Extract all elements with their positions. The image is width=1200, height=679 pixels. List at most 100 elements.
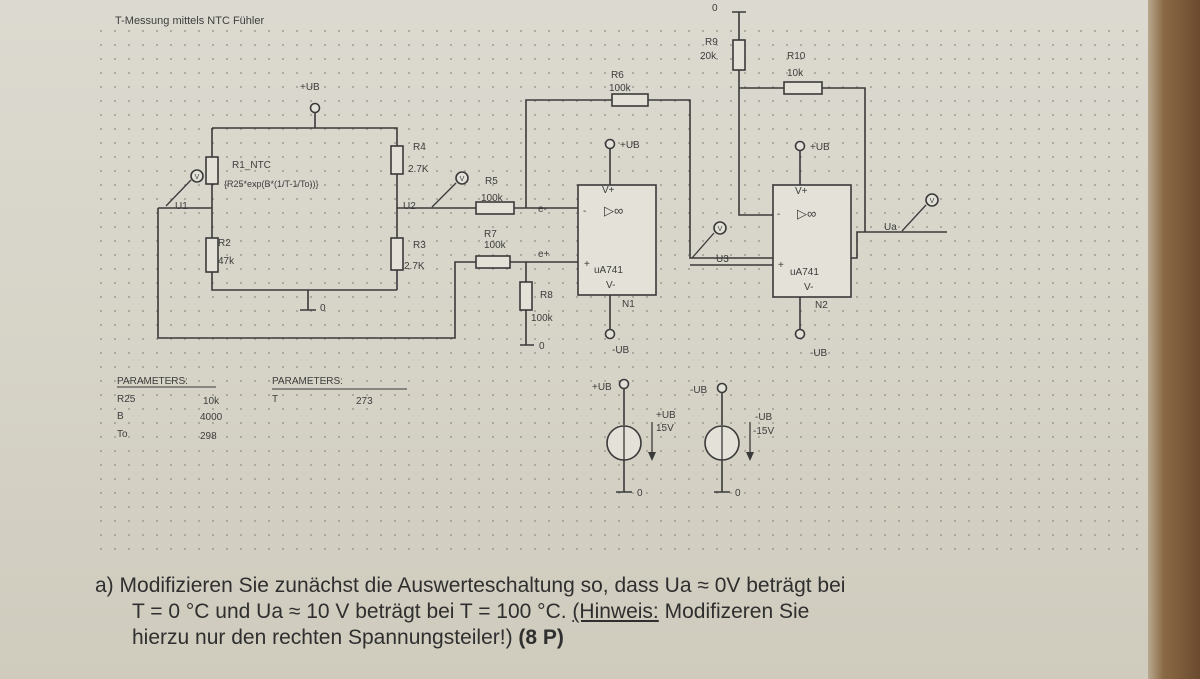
label-r5-value: 100k <box>481 193 504 204</box>
label-source-plus: +UB <box>656 410 676 421</box>
param-name: To <box>117 429 128 440</box>
resistor-r7 <box>475 255 511 269</box>
resistor-r2 <box>205 237 219 273</box>
label-n1-vplus: V+ <box>602 185 615 196</box>
params1-header: PARAMETERS: <box>117 376 188 387</box>
label-r10-name: R10 <box>787 51 806 62</box>
params2-header: PARAMETERS: <box>272 376 343 387</box>
resistor-r5 <box>475 201 515 215</box>
probe-icon-u3 <box>713 221 727 235</box>
table-edge <box>1148 0 1200 679</box>
label-ground: 0 <box>637 488 643 499</box>
label-e-plus: e+ <box>538 249 550 260</box>
resistor-r6 <box>611 93 649 107</box>
label-e-minus: e- <box>538 204 547 215</box>
label-n2-name: N2 <box>815 300 828 311</box>
label-n2-type: uA741 <box>790 267 819 278</box>
label-ground: 0 <box>735 488 741 499</box>
label-r10-value: 10k <box>787 68 804 79</box>
svg-text:V: V <box>195 174 200 181</box>
question-text: a) Modifizieren Sie zunächst die Auswert… <box>95 573 1095 651</box>
label-ua: Ua <box>884 222 897 233</box>
label-n1-plus-ub: +UB <box>620 140 640 151</box>
question-line-2: T = 0 °C und Ua ≈ 10 V beträgt bei T = 1… <box>132 600 810 623</box>
label-n2-vminus: V- <box>804 282 813 293</box>
label-n1-vminus: V- <box>606 280 615 291</box>
label-r4-name: R4 <box>413 142 426 153</box>
resistor-r10 <box>783 81 823 95</box>
label-source-minus: -UB <box>755 412 773 423</box>
resistor-r3 <box>390 237 404 271</box>
param-name: T <box>272 394 278 405</box>
label-source-plus-value: 15V <box>656 423 674 434</box>
label-r8-name: R8 <box>540 290 553 301</box>
label-r3-name: R3 <box>413 240 426 251</box>
wires <box>157 11 947 493</box>
resistor-r4 <box>390 145 404 175</box>
label-r7-value: 100k <box>484 240 507 251</box>
question-line-3: hierzu nur den rechten Spannungsteiler!)… <box>132 626 564 649</box>
label-r2-value: 47k <box>218 256 235 267</box>
label-ground: 0 <box>539 341 545 352</box>
label-u2: U2 <box>403 201 416 212</box>
label-n2-plus-ub: +UB <box>810 142 830 153</box>
label-n2-minus-ub: -UB <box>810 348 828 359</box>
svg-text:V: V <box>718 226 723 233</box>
arrow-icon <box>648 452 656 461</box>
question-line-1-text: Modifizieren Sie zunächst die Auswertesc… <box>119 574 846 597</box>
label-r5-name: R5 <box>485 176 498 187</box>
label-r6-value: 100k <box>609 83 632 94</box>
label-ground: 0 <box>320 303 326 314</box>
probe-icon-u2 <box>455 171 469 185</box>
source-minus-terminal <box>716 382 728 394</box>
label-r8-value: 100k <box>531 313 554 324</box>
opamp-n1 <box>577 184 657 296</box>
arrow-icon <box>746 452 754 461</box>
param-value: 298 <box>200 431 217 442</box>
label-n2-minus-pin: - <box>777 209 780 220</box>
label-r1-value: {R25*exp(B*(1/T-1/To))} <box>224 179 319 189</box>
label-n1-minus-pin: - <box>583 206 586 217</box>
label-r9-value: 20k <box>700 51 717 62</box>
label-n2-plus-pin: + <box>778 260 784 271</box>
label-plus-ub: +UB <box>300 82 320 93</box>
n2-vminus-terminal <box>794 328 806 340</box>
label-n2-vplus: V+ <box>795 186 808 197</box>
label-r6-name: R6 <box>611 70 624 81</box>
hint-label: (Hinweis: <box>572 600 659 623</box>
label-ground-top: 0 <box>712 3 718 14</box>
resistor-r9 <box>732 39 746 71</box>
probe-icon-ua <box>925 193 939 207</box>
plus-ub-terminal <box>309 102 321 114</box>
probe-letters: V V V V <box>195 174 935 233</box>
label-n1-name: N1 <box>622 299 635 310</box>
points-label: (8 P) <box>518 626 564 649</box>
source-arrows <box>623 422 751 460</box>
label-r1-name: R1_NTC <box>232 160 271 171</box>
component-labels: +UB R1_NTC {R25*exp(B*(1/T-1/To))} U1 R2… <box>175 3 897 499</box>
label-r7-name: R7 <box>484 229 497 240</box>
schematic-title: T-Messung mittels NTC Fühler <box>115 15 264 27</box>
label-source-plus-net: +UB <box>592 382 612 393</box>
param-value: 10k <box>203 396 220 407</box>
parameters-block-2: PARAMETERS: T 273 <box>272 376 407 407</box>
param-name: R25 <box>117 394 136 405</box>
label-u3: U3 <box>716 254 729 265</box>
label-u1: U1 <box>175 201 188 212</box>
label-r2-name: R2 <box>218 238 231 249</box>
question-prefix: a) <box>95 574 114 597</box>
source-plus-terminal <box>618 378 630 390</box>
n2-vplus-terminal <box>794 140 806 152</box>
label-source-minus-net: -UB <box>690 385 708 396</box>
label-n1-plus-pin: + <box>584 259 590 270</box>
svg-text:V: V <box>460 176 465 183</box>
probe-leads <box>165 179 927 259</box>
resistor-bodies <box>205 39 852 311</box>
resistor-r8 <box>519 281 533 311</box>
param-name: B <box>117 411 124 422</box>
param-value: 273 <box>356 396 373 407</box>
question-line-1: a) Modifizieren Sie zunächst die Auswert… <box>95 573 1095 599</box>
probe-icon-u1 <box>190 169 204 183</box>
opamp-n1-symbol: ▷∞ <box>604 203 623 218</box>
